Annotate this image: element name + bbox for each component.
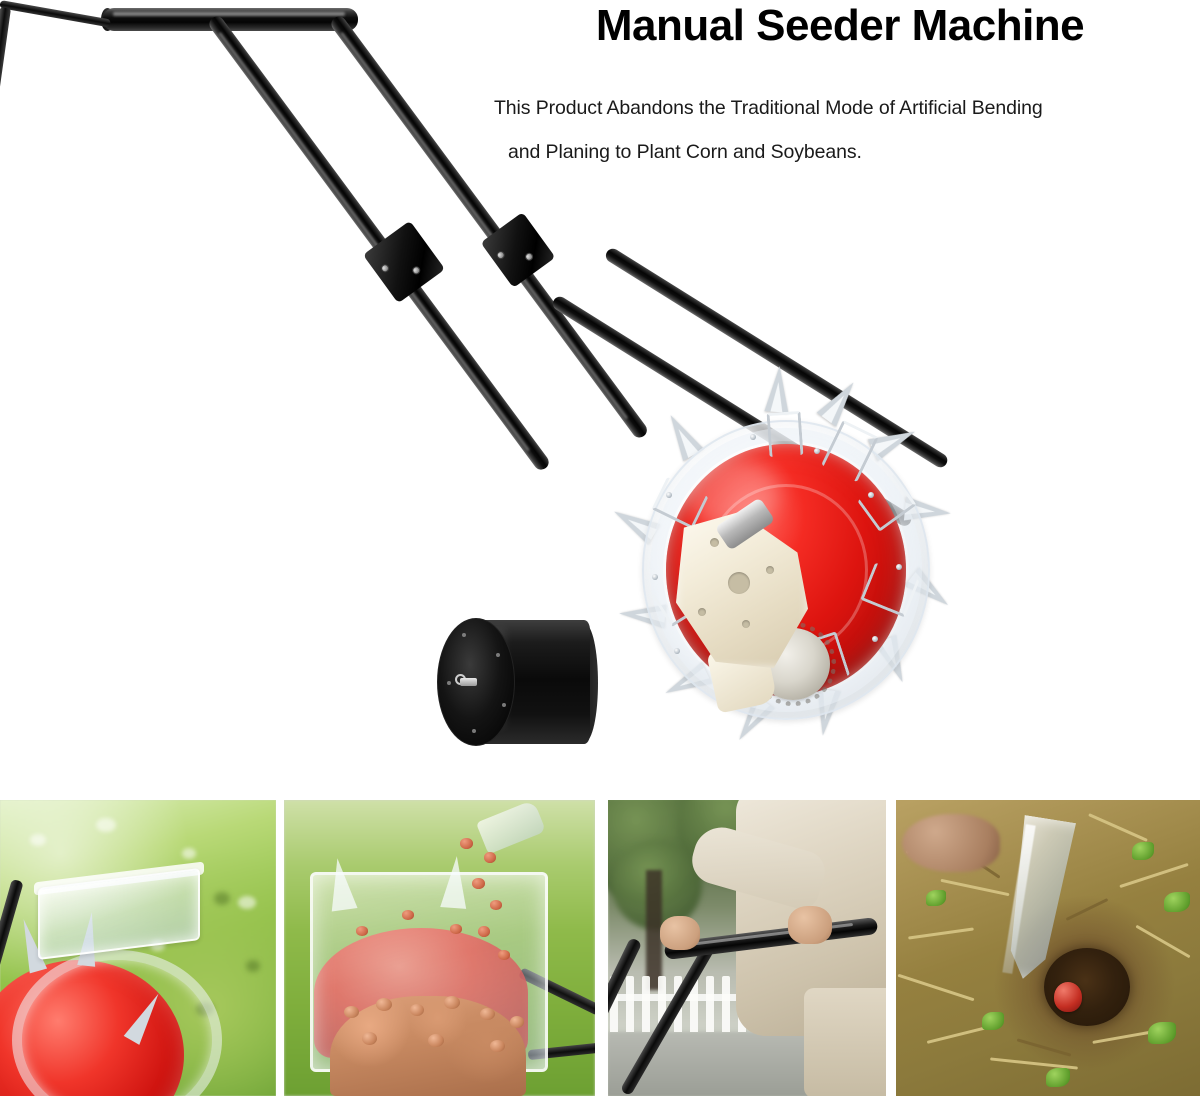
hero-text-block: Manual Seeder Machine This Product Aband… — [480, 0, 1200, 190]
frame-drop-strut — [0, 7, 11, 306]
thumbnail-operator-pushing-seeder[interactable] — [608, 800, 886, 1096]
operator-hand — [660, 916, 700, 950]
wheel-wire-hook — [766, 410, 804, 458]
thumbnail-seed-dropped-in-soil[interactable] — [896, 800, 1200, 1096]
page-title: Manual Seeder Machine — [595, 1, 1085, 50]
seeder-wheel-assembly — [600, 360, 970, 790]
wheel-spike — [764, 365, 792, 413]
tagline-line-2: and Planing to Plant Corn and Soybeans. — [508, 141, 862, 163]
roller-axle-pin — [460, 678, 477, 686]
operator-legs — [804, 988, 886, 1096]
thumbnail-seeds-poured-into-hopper[interactable] — [284, 800, 595, 1096]
dropped-seed — [1054, 982, 1082, 1012]
thumbnail-hopper-on-grass[interactable] — [0, 800, 276, 1096]
clear-wheel-housing — [12, 950, 222, 1096]
frame-cross-brace — [0, 0, 111, 28]
handle-crossbar — [103, 8, 358, 31]
wheel-spike — [816, 375, 864, 427]
operator-hand — [788, 906, 832, 944]
thumbnail-strip — [0, 800, 1200, 1096]
tagline-line-1: This Product Abandons the Traditional Mo… — [494, 97, 1043, 119]
operator-finger — [902, 814, 1000, 872]
clear-spike — [440, 855, 470, 909]
product-tagline: This Product Abandons the Traditional Mo… — [494, 86, 1194, 174]
product-hero-photo — [0, 0, 1200, 800]
